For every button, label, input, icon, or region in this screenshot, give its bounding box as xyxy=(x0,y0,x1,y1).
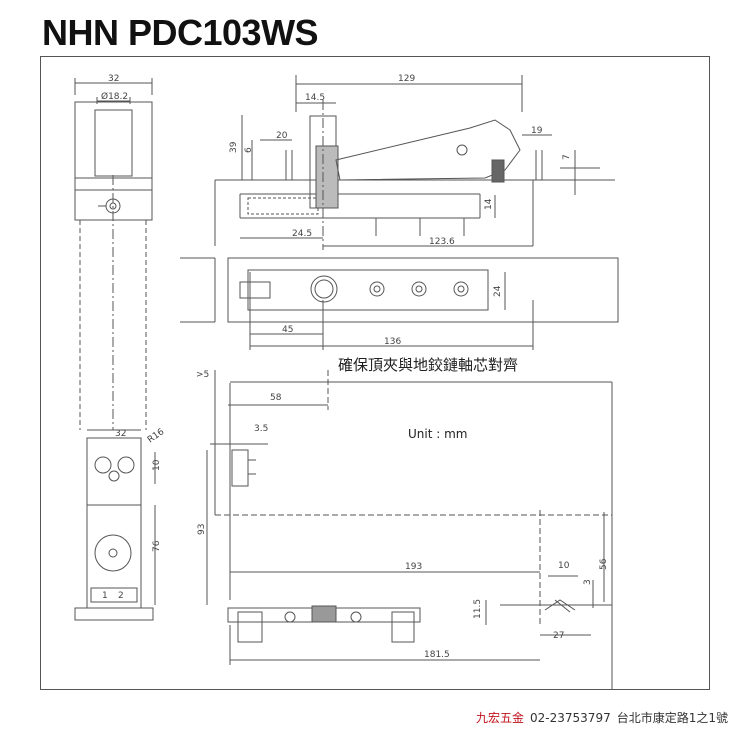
drawing-frame xyxy=(40,56,710,690)
dim-123-6: 123.6 xyxy=(429,237,455,247)
dim-181-5: 181.5 xyxy=(424,650,450,660)
footer: 九宏五金 02-23753797 台北市康定路1之1號 xyxy=(476,709,728,726)
dim-20: 20 xyxy=(276,131,288,141)
dim-18-2: Ø18.2 xyxy=(101,91,128,102)
dim-7: 7 xyxy=(562,154,572,160)
dim-3-5: 3.5 xyxy=(254,424,268,434)
dim-39: 39 xyxy=(229,141,239,153)
top-pivot-side-view xyxy=(74,78,153,430)
label-2: 2 xyxy=(118,591,124,601)
dim-24-5: 24.5 xyxy=(292,229,312,239)
dim-193: 193 xyxy=(405,562,422,572)
label-1: 1 xyxy=(102,591,108,601)
unit-label: Unit : mm xyxy=(408,427,467,441)
dim-58: 58 xyxy=(270,393,282,403)
dim-56: 56 xyxy=(599,558,609,570)
footer-address: 台北市康定路1之1號 xyxy=(616,711,728,725)
floor-hinge-front-view xyxy=(74,429,156,621)
dim-6: 6 xyxy=(244,147,254,153)
dim-14: 14 xyxy=(484,198,494,210)
dim-gt5: >5 xyxy=(196,370,209,380)
dim-11-5: 11.5 xyxy=(473,599,483,619)
dim-76: 76 xyxy=(152,540,162,552)
dim-r16: R16 xyxy=(146,427,166,446)
dim-19: 19 xyxy=(531,126,543,136)
dim-10-left: 10 xyxy=(152,459,162,471)
dim-3: 3 xyxy=(583,579,593,585)
dimension-labels: 32 Ø18.2 39 6 20 14.5 129 19 7 14 24.5 1… xyxy=(101,74,609,660)
dim-45: 45 xyxy=(282,325,293,335)
top-pivot-elevation xyxy=(214,75,615,250)
dim-14-5: 14.5 xyxy=(305,93,325,103)
dim-93: 93 xyxy=(197,524,207,535)
dim-136: 136 xyxy=(384,337,401,347)
dim-32-bottom: 32 xyxy=(115,429,126,439)
product-title: NHN PDC103WS xyxy=(42,12,319,53)
footer-brand: 九宏五金 xyxy=(476,711,525,725)
dim-32-top: 32 xyxy=(108,74,119,84)
dim-27: 27 xyxy=(553,631,564,641)
floor-hinge-elevation xyxy=(206,370,613,690)
top-pivot-plan-view xyxy=(180,257,619,350)
footer-phone: 02-23753797 xyxy=(530,711,611,725)
alignment-note: 確保頂夾與地鉸鏈軸芯對齊 xyxy=(338,356,518,374)
dim-24: 24 xyxy=(493,285,503,297)
dim-10-right: 10 xyxy=(558,561,570,571)
dim-129: 129 xyxy=(398,74,415,84)
